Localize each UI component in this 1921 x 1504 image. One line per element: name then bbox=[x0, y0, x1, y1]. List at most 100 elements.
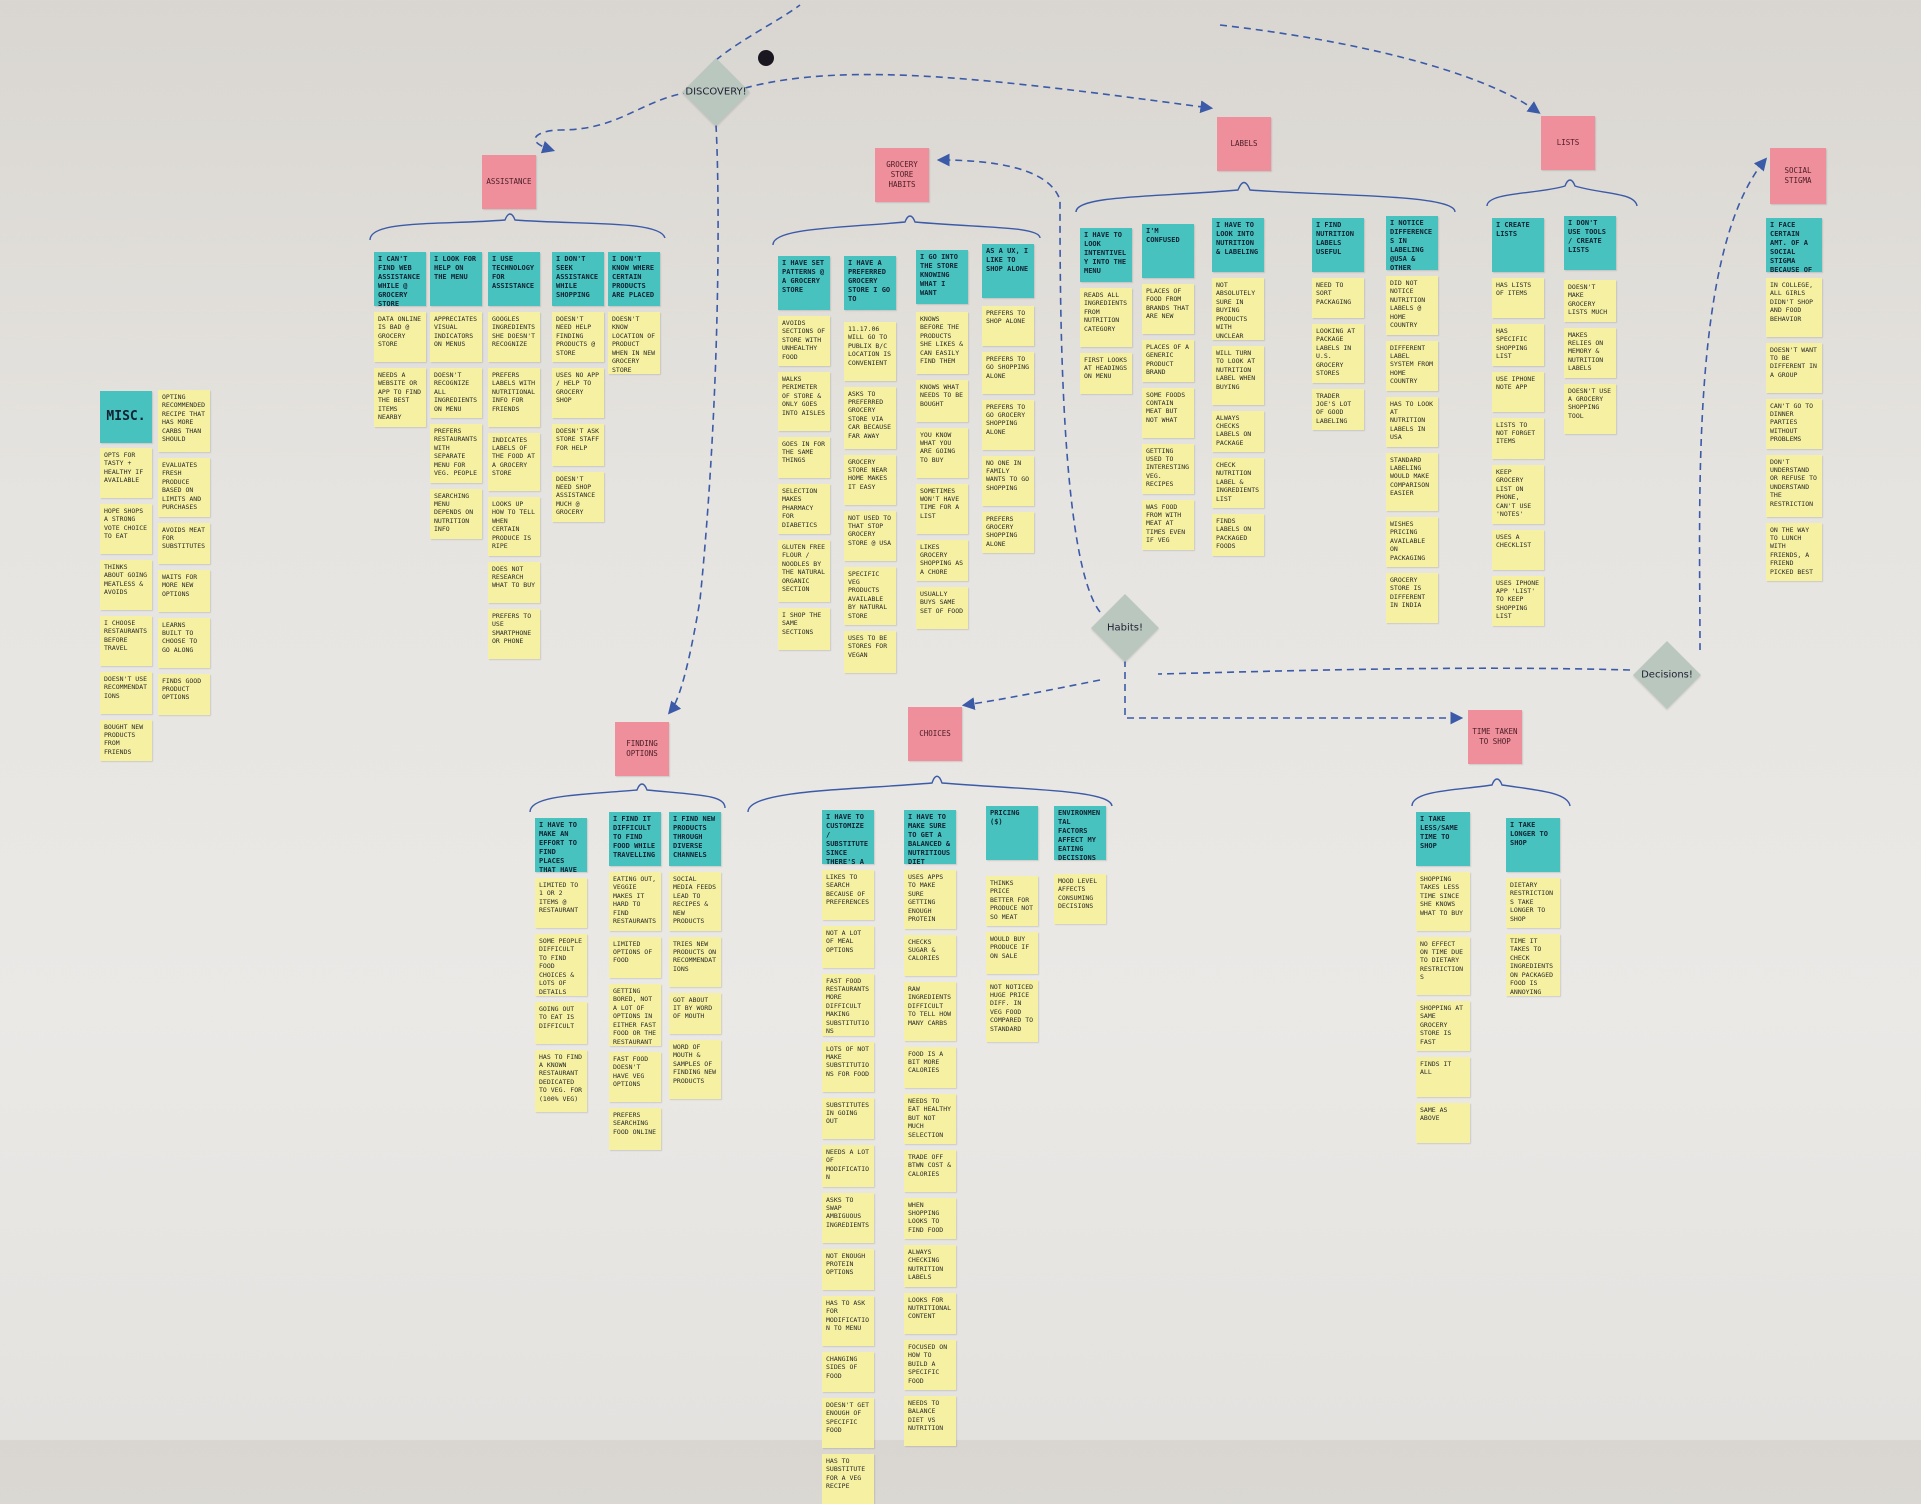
observation-note: USES IPHONE APP 'LIST' TO KEEP SHOPPING … bbox=[1492, 575, 1544, 626]
observation-note: TIME IT TAKES TO CHECK INGREDIENTS ON PA… bbox=[1506, 934, 1560, 996]
observation-note: SHOPPING TAKES LESS TIME SINCE SHE KNOWS… bbox=[1416, 872, 1470, 931]
observation-note: TRADE OFF BTWN COST & CALORIES bbox=[904, 1150, 956, 1192]
observation-note: INDICATES LABELS OF THE FOOD AT A GROCER… bbox=[488, 432, 540, 491]
insight-note: I TAKE LONGER TO SHOP bbox=[1506, 818, 1560, 872]
observation-note: LIKES GROCERY SHOPPING AS A CHORE bbox=[916, 539, 968, 581]
observation-note: SOMETIMES WON'T HAVE TIME FOR A LIST bbox=[916, 483, 968, 534]
insight-note: I USE TECHNOLOGY FOR ASSISTANCE bbox=[488, 252, 540, 306]
arrow-decisions-to-stigma bbox=[1698, 157, 1768, 651]
observation-note: MAKES RELIES ON MEMORY & NUTRITION LABEL… bbox=[1564, 327, 1616, 378]
observation-note: DIETARY RESTRICTIONS TAKE LONGER TO SHOP bbox=[1506, 878, 1560, 928]
observation-note: I SHOP THE SAME SECTIONS bbox=[778, 608, 830, 650]
observation-note: PLACES OF FOOD FROM BRANDS THAT ARE NEW bbox=[1142, 284, 1194, 334]
insight-note: I HAVE TO MAKE AN EFFORT TO FIND PLACES … bbox=[535, 818, 587, 872]
observation-note: NEEDS A WEBSITE OR APP TO FIND THE BEST … bbox=[374, 368, 426, 427]
observation-note: PREFERS TO USE SMARTPHONE OR PHONE bbox=[488, 609, 540, 659]
observation-note: PREFERS TO GO SHOPPING ALONE bbox=[982, 352, 1034, 394]
observation-note: LOOKS FOR NUTRITIONAL CONTENT bbox=[904, 1292, 956, 1334]
observation-note: WALKS PERIMETER OF STORE & ONLY GOES INT… bbox=[778, 372, 830, 431]
observation-note: LOOKS UP HOW TO TELL WHEN CERTAIN PRODUC… bbox=[488, 497, 540, 556]
observation-note: SOCIAL MEDIA FEEDS LEAD TO RECIPES & NEW… bbox=[669, 872, 721, 931]
observation-note: TRADER JOE'S LOT OF GOOD LABELING bbox=[1312, 388, 1364, 430]
insight-note: AS A UX, I LIKE TO SHOP ALONE bbox=[982, 244, 1034, 298]
diamond-label: Decisions! bbox=[1641, 669, 1693, 681]
observation-note: DATA ONLINE IS BAD @ GROCERY STORE bbox=[374, 312, 426, 362]
observation-note: LOTS OF NOT MAKE SUBSTITUTIONS FOR FOOD bbox=[822, 1041, 874, 1092]
arrow-discovery-top bbox=[715, 4, 801, 61]
observation-note: LIMITED OPTIONS OF FOOD bbox=[609, 936, 661, 978]
observation-note: CHECKS SUGAR & CALORIES bbox=[904, 934, 956, 976]
observation-note: SOME FOODS CONTAIN MEAT BUT NOT WHAT bbox=[1142, 387, 1194, 438]
observation-note: LOOKING AT PACKAGE LABELS IN U.S. GROCER… bbox=[1312, 324, 1364, 383]
category-note-grocery-store-habits: GROCERY STORE HABITS bbox=[875, 148, 929, 202]
insight-note: I NOTICE DIFFERENCES IN LABELING @USA & … bbox=[1386, 216, 1438, 270]
observation-note: FINDS IT ALL bbox=[1416, 1057, 1470, 1097]
observation-note: PREFERS TO SHOP ALONE bbox=[982, 306, 1034, 346]
observation-note: ASKS TO PREFERRED GROCERY STORE VIA CAR … bbox=[844, 386, 896, 449]
observation-note: USES TO BE STORES FOR VEGAN bbox=[844, 631, 896, 673]
observation-note: ON THE WAY TO LUNCH WITH FRIENDS, A FRIE… bbox=[1766, 522, 1822, 581]
insight-note: I HAVE SET PATTERNS @ A GROCERY STORE bbox=[778, 256, 830, 310]
brace-grocery bbox=[772, 215, 1041, 246]
observation-note: APPRECIATES VISUAL INDICATORS ON MENUS bbox=[430, 312, 482, 362]
observation-note: GETTING USED TO INTERESTING VEG. RECIPES bbox=[1142, 443, 1194, 494]
observation-note: NOT ABSOLUTELY SURE IN BUYING PRODUCTS W… bbox=[1212, 278, 1264, 340]
observation-note: FAST FOOD RESTAURANTS MORE DIFFICULT MAK… bbox=[822, 973, 874, 1036]
observation-note: CHECK NUTRITION LABEL & INGREDIENTS LIST bbox=[1212, 458, 1264, 508]
observation-note: SUBSTITUTES IN GOING OUT bbox=[822, 1097, 874, 1139]
insight-note: I GO INTO THE STORE KNOWING WHAT I WANT bbox=[916, 250, 968, 304]
observation-note: DON'T UNDERSTAND OR REFUSE TO UNDERSTAND… bbox=[1766, 454, 1822, 517]
observation-note: HAS SPECIFIC SHOPPING LIST bbox=[1492, 324, 1544, 366]
arrow-top-to-lists bbox=[1219, 24, 1541, 114]
observation-note: USE IPHONE NOTE APP bbox=[1492, 371, 1544, 412]
observation-note: NO ONE IN FAMILY WANTS TO GO SHOPPING bbox=[982, 455, 1034, 506]
category-note-assistance: ASSISTANCE bbox=[482, 155, 536, 209]
observation-note: SELECTION MAKES PHARMACY FOR DIABETICS bbox=[778, 484, 830, 534]
observation-note: EVALUATES FRESH PRODUCE BASED ON LIMITS … bbox=[158, 458, 210, 517]
observation-note: PREFERS RESTAURANTS WITH SEPARATE MENU F… bbox=[430, 424, 482, 483]
arrow-discovery-to-finding-options bbox=[667, 124, 719, 715]
observation-note: USES NO APP / HELP TO GROCERY SHOP bbox=[552, 368, 604, 418]
observation-note: DOESN'T USE A GROCERY SHOPPING TOOL bbox=[1564, 383, 1616, 434]
observation-note: THINKS PRICE BETTER FOR PRODUCE NOT SO M… bbox=[986, 876, 1038, 926]
observation-note: DOESN'T RECOGNIZE ALL INGREDIENTS ON MEN… bbox=[430, 368, 482, 418]
observation-note: EATING OUT, VEGGIE MAKES IT HARD TO FIND… bbox=[609, 872, 661, 931]
observation-note: CHANGING SIDES OF FOOD bbox=[822, 1352, 874, 1392]
observation-note: PREFERS LABELS WITH NUTRITIONAL INFO FOR… bbox=[488, 368, 540, 427]
observation-note: WAITS FOR MORE NEW OPTIONS bbox=[158, 570, 210, 612]
brace-time bbox=[1411, 778, 1571, 807]
diamond-label: Habits! bbox=[1107, 622, 1143, 634]
observation-note: LIKES TO SEARCH BECAUSE OF PREFERENCES bbox=[822, 870, 874, 920]
observation-note: LISTS TO NOT FORGET ITEMS bbox=[1492, 417, 1544, 459]
observation-note: HAS TO SUBSTITUTE FOR A VEG RECIPE bbox=[822, 1454, 874, 1504]
observation-note: FINDS GOOD PRODUCT OPTIONS bbox=[158, 673, 210, 715]
observation-note: DOESN'T WANT TO BE DIFFERENT IN A GROUP bbox=[1766, 342, 1822, 393]
insight-note: I HAVE A PREFERRED GROCERY STORE I GO TO bbox=[844, 256, 896, 310]
observation-note: FIRST LOOKS AT HEADINGS ON MENU bbox=[1080, 352, 1132, 394]
observation-note: SPECIFIC VEG PRODUCTS AVAILABLE BY NATUR… bbox=[844, 566, 896, 625]
observation-note: RAW INGREDIENTS DIFFICULT TO TELL HOW MA… bbox=[904, 982, 956, 1041]
brace-lists bbox=[1486, 179, 1638, 207]
wall-magnet bbox=[758, 50, 774, 66]
observation-note: I CHOOSE RESTAURANTS BEFORE TRAVEL bbox=[100, 616, 152, 666]
observation-note: DID NOT NOTICE NUTRITION LABELS @ HOME C… bbox=[1386, 276, 1438, 335]
observation-note: WILL TURN TO LOOK AT NUTRITION LABEL WHE… bbox=[1212, 346, 1264, 405]
observation-note: AVOIDS MEAT FOR SUBSTITUTES bbox=[158, 522, 210, 564]
observation-note: NEED TO SORT PACKAGING bbox=[1312, 278, 1364, 318]
insight-note: I HAVE TO CUSTOMIZE / SUBSTITUTE SINCE T… bbox=[822, 810, 874, 864]
observation-note: DOESN'T GET ENOUGH OF SPECIFIC FOOD bbox=[822, 1398, 874, 1448]
category-note-lists: LISTS bbox=[1541, 116, 1595, 170]
arrow-discovery-to-assistance bbox=[534, 91, 691, 154]
observation-note: GOT ABOUT IT BY WORD OF MOUTH bbox=[669, 992, 721, 1034]
observation-note: SEARCHING MENU DEPENDS ON NUTRITION INFO bbox=[430, 488, 482, 539]
insight-note: I CREATE LISTS bbox=[1492, 218, 1544, 272]
observation-note: HAS TO LOOK AT NUTRITION LABELS IN USA bbox=[1386, 396, 1438, 447]
category-note-labels: LABELS bbox=[1217, 117, 1271, 171]
insight-note: I HAVE TO MAKE SURE TO GET A BALANCED & … bbox=[904, 810, 956, 864]
observation-note: PREFERS SEARCHING FOOD ONLINE bbox=[609, 1108, 661, 1150]
observation-note: FINDS LABELS ON PACKAGED FOODS bbox=[1212, 514, 1264, 556]
observation-note: IN COLLEGE, ALL GIRLS DIDN'T SHOP AND FO… bbox=[1766, 278, 1822, 337]
observation-note: BOUGHT NEW PRODUCTS FROM FRIENDS bbox=[100, 719, 152, 761]
observation-note: DOESN'T KNOW LOCATION OF PRODUCT WHEN IN… bbox=[608, 312, 660, 374]
insight-note: PRICING ($) bbox=[986, 806, 1038, 860]
